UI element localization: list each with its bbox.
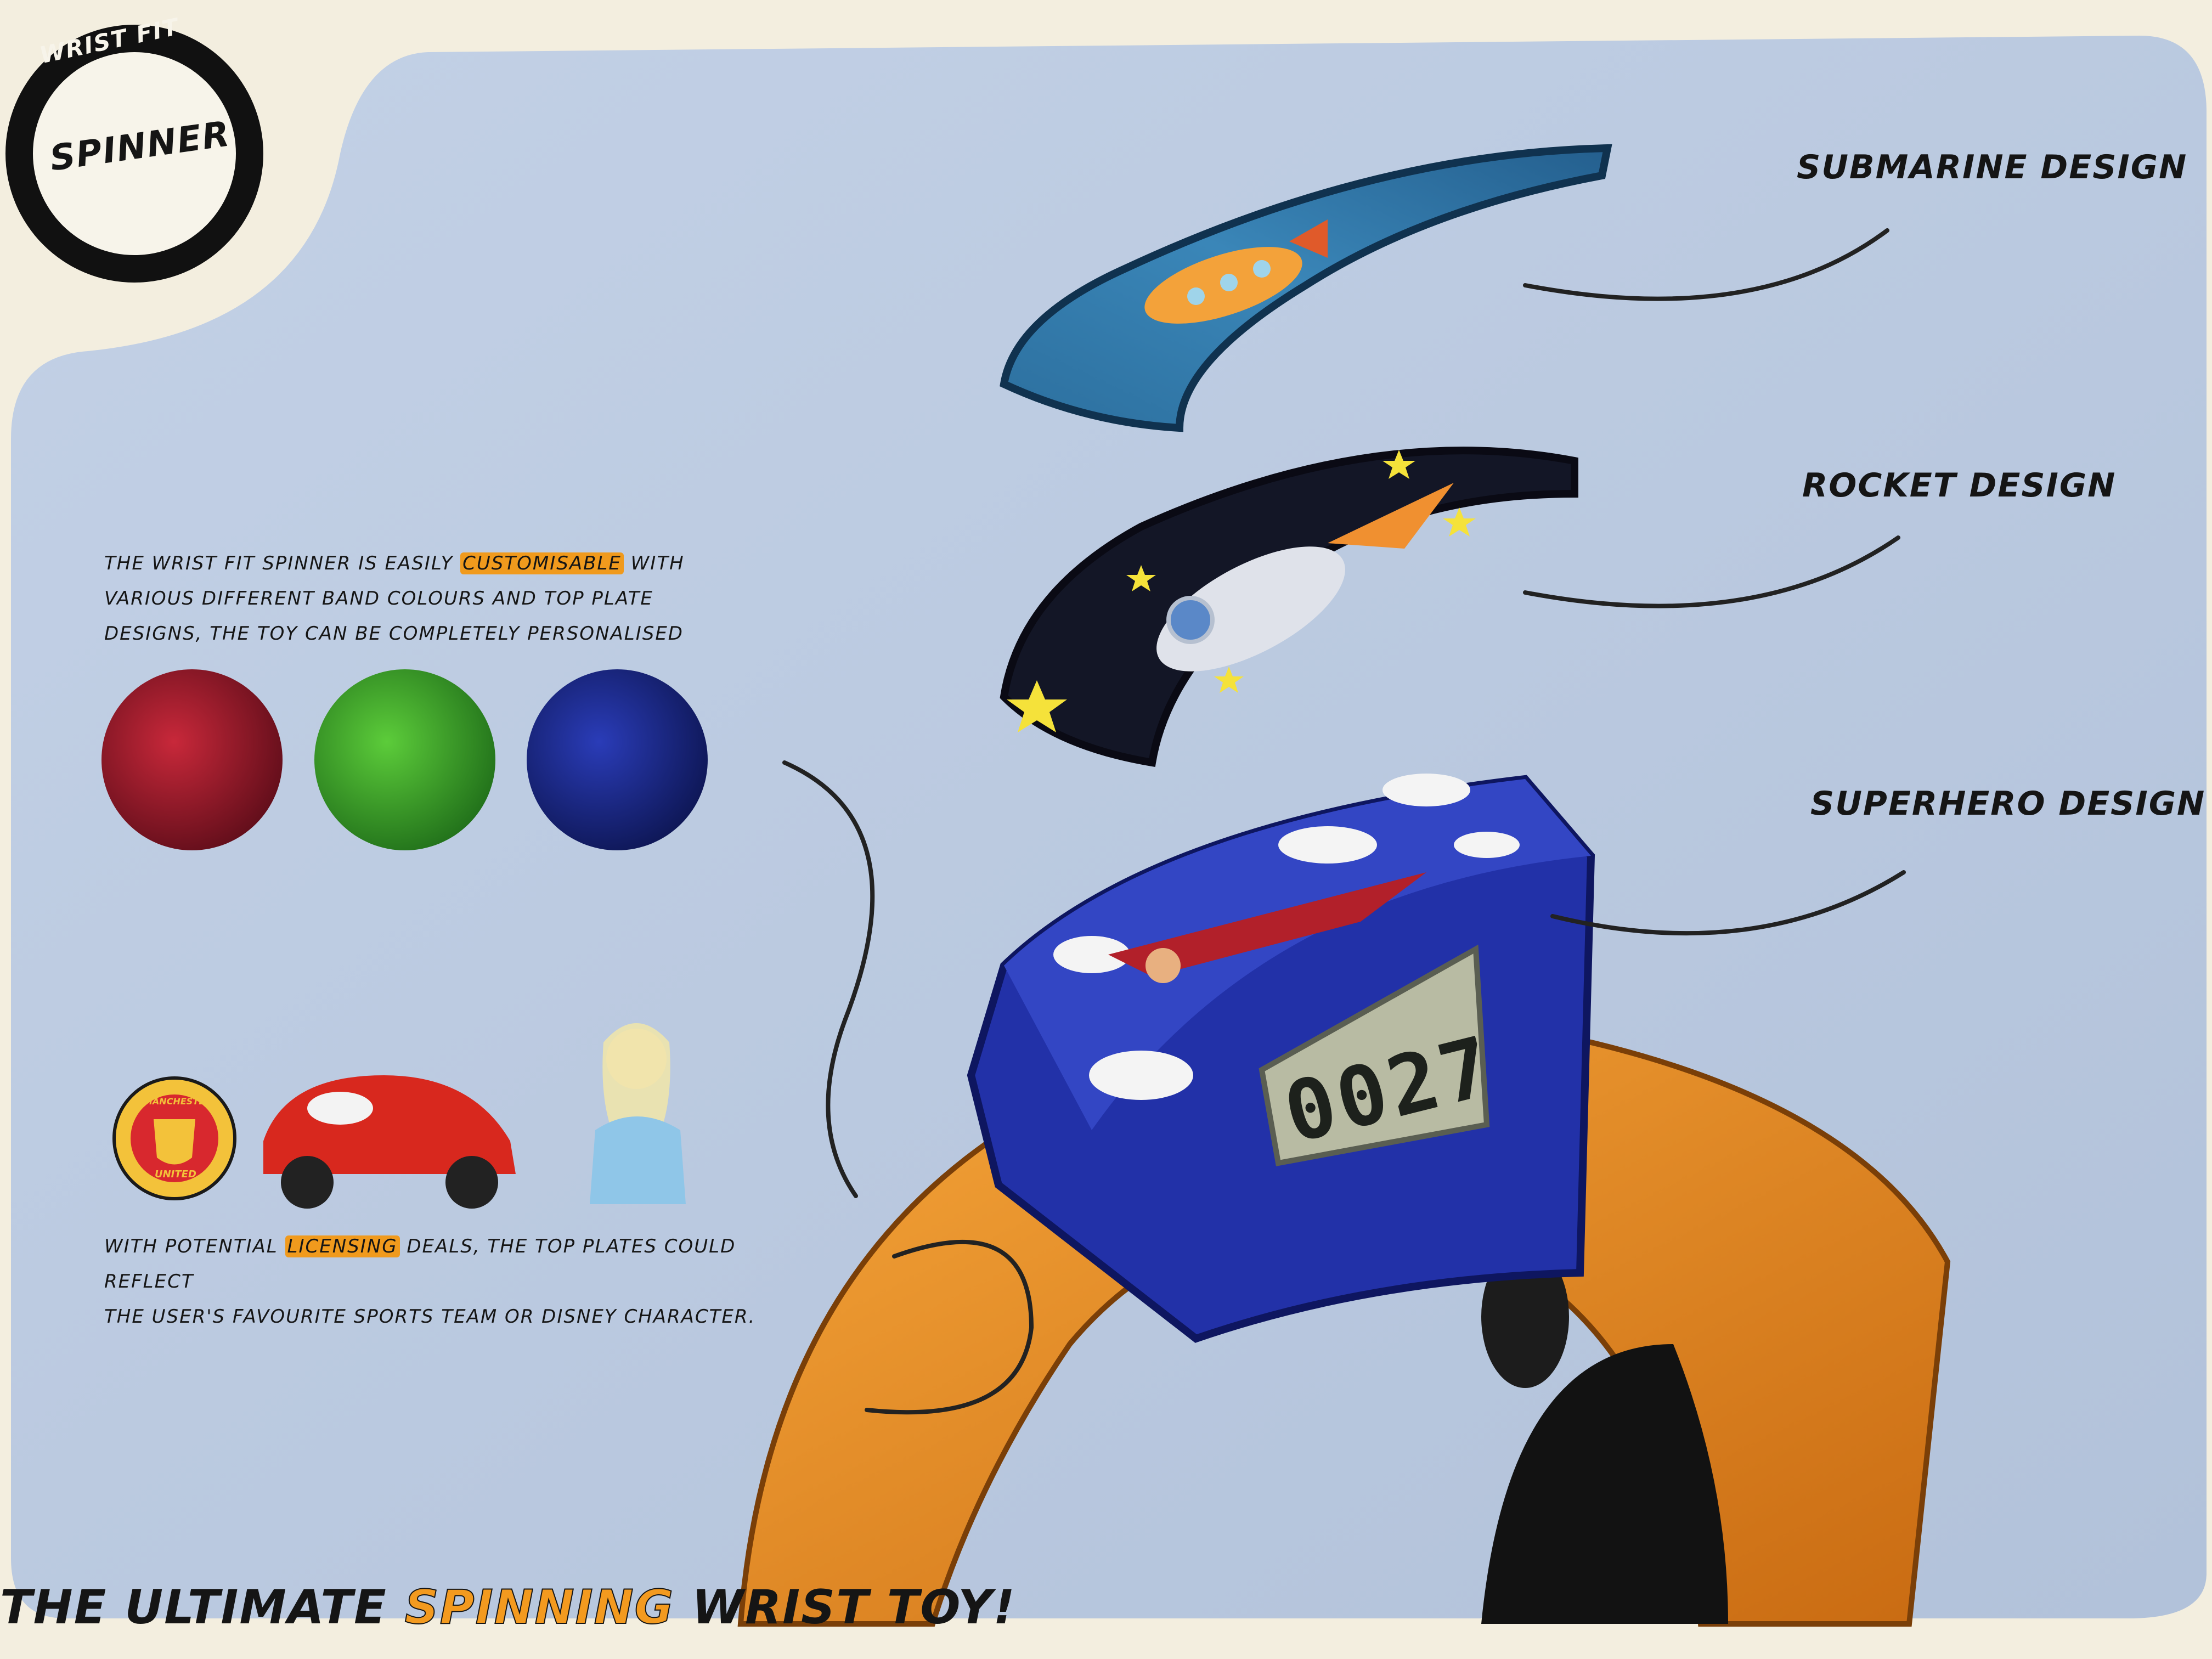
- crest-bottom-text: UNITED: [155, 1169, 196, 1180]
- licensing-paragraph: WITH POTENTIAL LICENSING DEALS, THE TOP …: [104, 1229, 817, 1334]
- tagline-highlight: SPINNING: [404, 1579, 675, 1635]
- licensing-highlight: LICENSING: [285, 1235, 400, 1257]
- submarine-design-label: SUBMARINE DESIGN: [1797, 148, 2188, 187]
- customise-line-1: THE WRIST FIT SPINNER IS EASILY CUSTOMIS…: [104, 552, 685, 574]
- customise-paragraph: THE WRIST FIT SPINNER IS EASILY CUSTOMIS…: [104, 546, 735, 651]
- elsa-image: [590, 1023, 686, 1204]
- tagline: THE ULTIMATE SPINNING WRIST TOY!: [0, 1579, 1016, 1635]
- superhero-design-label: SUPERHERO DESIGN: [1810, 785, 2206, 823]
- rocket-design-label: ROCKET DESIGN: [1802, 466, 2117, 505]
- customise-line-2: VARIOUS DIFFERENT BAND COLOURS AND TOP P…: [104, 588, 653, 610]
- manchester-united-crest: [112, 1076, 236, 1200]
- licensing-line-1: WITH POTENTIAL LICENSING DEALS, THE TOP …: [104, 1235, 736, 1293]
- blue-band-swatch: [527, 669, 708, 850]
- red-band-swatch: [101, 669, 283, 850]
- leader-lines: [782, 228, 1906, 1415]
- customise-line-3: DESIGNS, THE TOY CAN BE COMPLETELY PERSO…: [104, 623, 684, 645]
- customisable-highlight: CUSTOMISABLE: [460, 552, 624, 574]
- licensing-line-2: THE USER'S FAVOURITE SPORTS TEAM OR DISN…: [104, 1306, 756, 1328]
- logo-badge: [5, 25, 263, 283]
- superhero-top-plate: [967, 774, 1595, 1343]
- lightning-mcqueen-image: [263, 1075, 516, 1209]
- green-band-swatch: [314, 669, 495, 850]
- submarine-top-plate: [1000, 144, 1612, 432]
- rocket-top-plate: [1000, 447, 1578, 768]
- crest-top-text: MANCHESTER: [144, 1096, 212, 1107]
